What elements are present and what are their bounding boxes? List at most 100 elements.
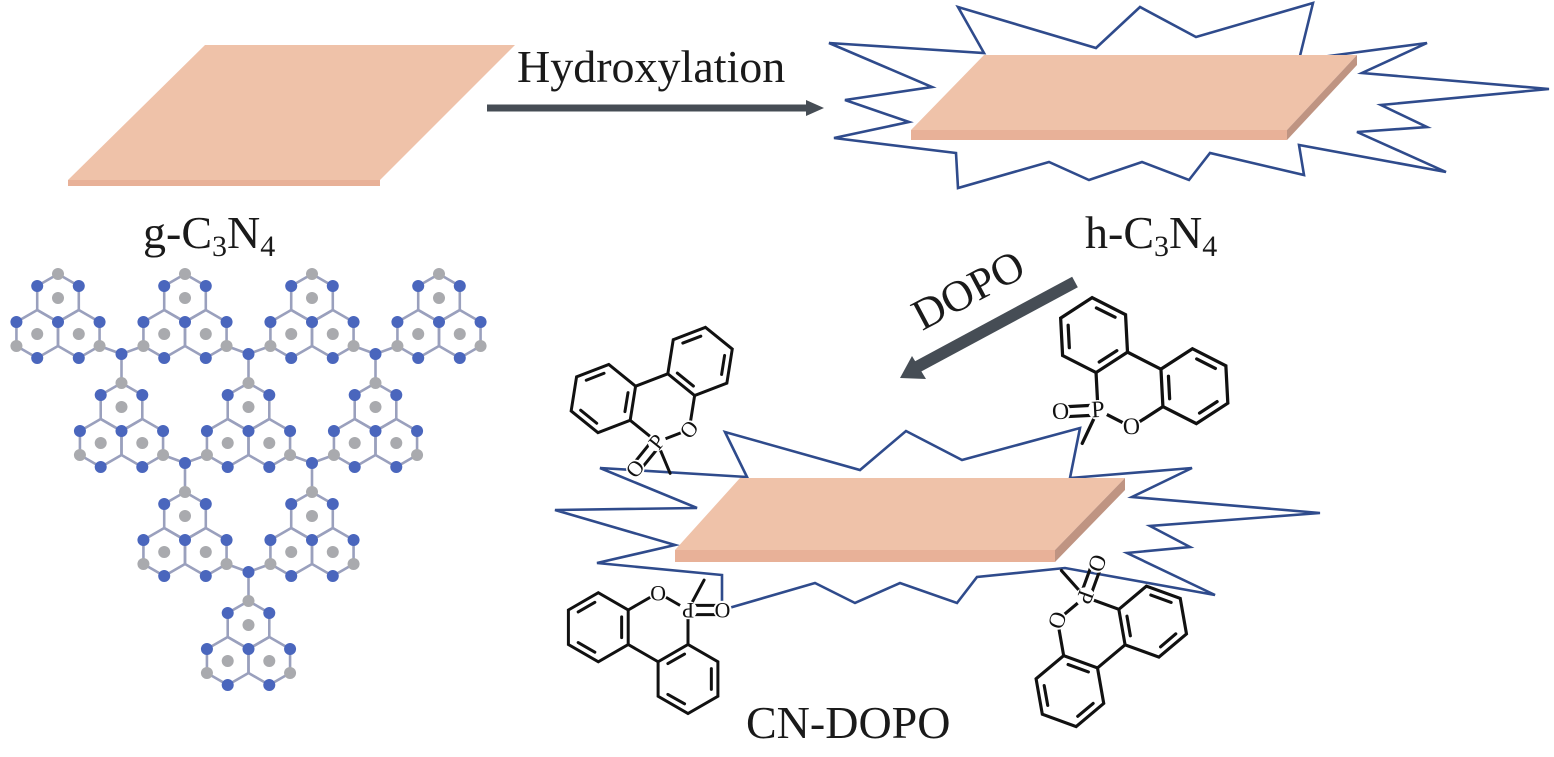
nitrogen-atom — [285, 352, 298, 364]
carbon-atom — [390, 437, 403, 449]
g-c3n4-network — [10, 268, 487, 691]
nitrogen-atom — [72, 280, 85, 292]
nitrogen-atom — [200, 643, 213, 655]
carbon-atom — [242, 377, 255, 389]
carbon-atom — [285, 328, 298, 340]
nitrogen-atom — [157, 425, 170, 437]
nitrogen-atom — [221, 389, 234, 401]
nitrogen-atom — [285, 498, 298, 510]
nitrogen-atom — [474, 316, 487, 328]
nitrogen-atom — [242, 425, 255, 437]
cn-dopo-burst — [554, 426, 1321, 612]
nitrogen-atom — [326, 570, 339, 582]
h-c3n4-sheet — [911, 55, 1357, 130]
nitrogen-atom — [199, 280, 212, 292]
nitrogen-atom — [390, 389, 403, 401]
nitrogen-atom — [285, 280, 298, 292]
nitrogen-atom — [453, 280, 466, 292]
carbon-atom — [306, 268, 318, 280]
nitrogen-atom — [391, 316, 404, 328]
carbon-atom — [200, 667, 213, 679]
carbon-atom — [200, 449, 213, 461]
carbon-atom — [136, 437, 149, 449]
carbon-atom — [242, 595, 255, 607]
carbon-atom — [284, 667, 297, 679]
carbon-atom — [93, 340, 106, 352]
nitrogen-atom — [263, 607, 276, 619]
nitrogen-atom — [348, 389, 361, 401]
carbon-atom — [326, 546, 339, 558]
nitrogen-atom — [221, 679, 234, 691]
g-c3n4-sheet — [68, 45, 515, 186]
carbon-atom — [391, 340, 404, 352]
nitrogen-atom — [200, 425, 213, 437]
carbon-atom — [52, 292, 64, 304]
carbon-atom — [411, 449, 424, 461]
carbon-atom — [369, 377, 382, 389]
carbon-atom — [433, 292, 445, 304]
nitrogen-atom — [179, 316, 191, 328]
nitrogen-atom — [369, 348, 382, 360]
carbon-atom — [72, 328, 85, 340]
nitrogen-atom — [220, 534, 233, 546]
nitrogen-atom — [412, 352, 425, 364]
nitrogen-atom — [10, 316, 23, 328]
carbon-atom — [474, 340, 487, 352]
carbon-atom — [221, 655, 234, 667]
nitrogen-atom — [158, 570, 171, 582]
nitrogen-atom — [179, 457, 191, 469]
nitrogen-atom — [137, 316, 150, 328]
carbon-atom — [137, 558, 150, 570]
carbon-atom — [306, 486, 318, 498]
carbon-atom — [221, 437, 234, 449]
nitrogen-atom — [326, 352, 339, 364]
carbon-atom — [52, 268, 64, 280]
nitrogen-atom — [327, 425, 340, 437]
carbon-atom — [264, 558, 277, 570]
nitrogen-atom — [306, 316, 318, 328]
nitrogen-atom — [453, 352, 466, 364]
nitrogen-atom — [242, 566, 255, 578]
carbon-atom — [285, 546, 298, 558]
nitrogen-atom — [242, 643, 255, 655]
nitrogen-atom — [31, 280, 44, 292]
carbon-atom — [73, 449, 86, 461]
carbon-atom — [242, 619, 255, 631]
nitrogen-atom — [199, 570, 212, 582]
nitrogen-atom — [369, 425, 382, 437]
carbon-atom — [453, 328, 466, 340]
carbon-atom — [158, 546, 171, 558]
nitrogen-atom — [326, 280, 339, 292]
nitrogen-atom — [264, 316, 277, 328]
nitrogen-atom — [221, 461, 234, 473]
carbon-atom — [157, 449, 170, 461]
g-c3n4-label: g-C3N4 — [143, 207, 275, 263]
carbon-atom — [179, 510, 191, 522]
carbon-atom — [31, 328, 44, 340]
carbon-atom — [369, 401, 382, 413]
carbon-atom — [158, 328, 171, 340]
nitrogen-atom — [284, 643, 297, 655]
carbon-atom — [199, 546, 212, 558]
dopo-step-label: DOPO — [904, 240, 1033, 340]
nitrogen-atom — [179, 534, 191, 546]
carbon-atom — [433, 268, 445, 280]
carbon-atom — [306, 292, 318, 304]
nitrogen-atom — [242, 348, 255, 360]
carbon-atom — [220, 558, 233, 570]
carbon-atom — [348, 437, 361, 449]
nitrogen-atom — [411, 425, 424, 437]
dopo-molecule-top-left — [547, 282, 757, 497]
carbon-atom — [179, 486, 191, 498]
nitrogen-atom — [94, 461, 107, 473]
nitrogen-atom — [347, 316, 360, 328]
carbon-atom — [10, 340, 23, 352]
h-c3n4-label: h-C3N4 — [1085, 207, 1217, 263]
hydroxylation-label: Hydroxylation — [517, 41, 785, 92]
carbon-atom — [137, 340, 150, 352]
nitrogen-atom — [326, 498, 339, 510]
carbon-atom — [179, 268, 191, 280]
carbon-atom — [94, 437, 107, 449]
nitrogen-atom — [306, 457, 318, 469]
